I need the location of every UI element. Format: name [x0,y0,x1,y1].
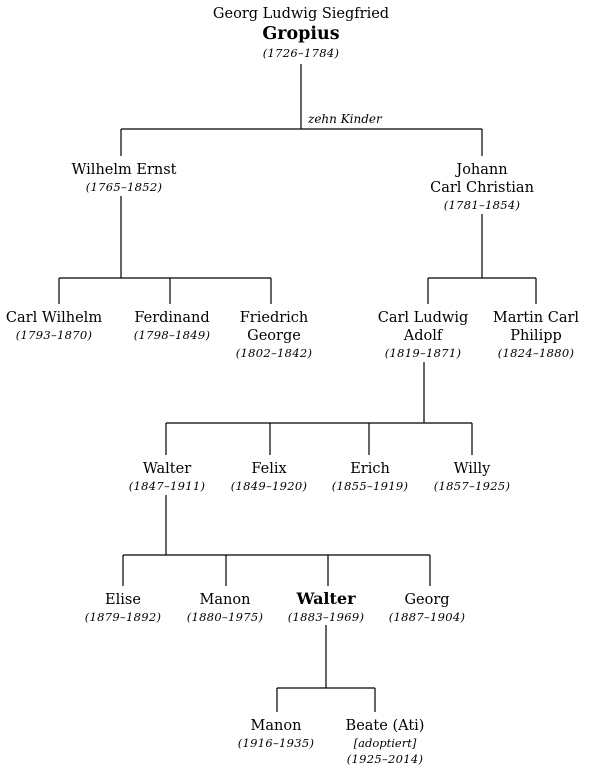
person-gen2: Carl Wilhelm (1793–1870) [6,309,102,344]
person-name: Carl Ludwig [377,310,469,326]
person-dates: (1726–1784) [262,46,340,60]
person-dates: (1849–1920) [230,479,308,493]
person-gen4: Manon (1880–1975) [187,591,264,626]
children-note: zehn Kinder [308,112,382,126]
person-gen4-highlight: Walter (1883–1969) [288,589,365,626]
person-dates: (1855–1919) [331,479,409,493]
person-gen2: Friedrich George (1802–1842) [236,309,313,362]
person-given-names: Georg Ludwig Siegfried [212,6,390,22]
person-name: Willy [453,461,491,477]
person-name: Erich [350,461,390,477]
person-dates: (1883–1969) [287,610,365,624]
person-name: Carl Wilhelm [5,310,103,326]
person-dates: (1781–1854) [443,198,521,212]
person-note: [adoptiert] [353,736,417,750]
person-dates: (1765–1852) [85,180,163,194]
person-gen4: Georg (1887–1904) [389,591,466,626]
person-gen2: Ferdinand (1798–1849) [134,309,211,344]
person-dates: (1857–1925) [433,479,511,493]
person-name: Georg [404,592,450,608]
person-dates: (1798–1849) [133,328,211,342]
person-gen4: Elise (1879–1892) [85,591,162,626]
person-gen2: Martin Carl Philipp (1824–1880) [493,309,579,362]
person-gen2: Carl Ludwig Adolf (1819–1871) [378,309,469,362]
person-name: Felix [251,461,287,477]
person-name: Walter [142,461,192,477]
person-dates: (1847–1911) [128,479,206,493]
person-gen5: Beate (Ati) [adoptiert] (1925–2014) [346,717,425,768]
person-gen1: Johann Carl Christian (1781–1854) [430,161,534,214]
person-gen3: Willy (1857–1925) [434,460,511,495]
person-name: Ferdinand [134,310,210,326]
person-gen5: Manon (1916–1935) [238,717,315,752]
person-gen3: Walter (1847–1911) [129,460,206,495]
person-name: Philipp [510,328,562,344]
person-name: Elise [105,592,141,608]
person-dates: (1802–1842) [235,346,313,360]
person-dates: (1887–1904) [388,610,466,624]
person-root: Georg Ludwig Siegfried Gropius (1726–178… [213,5,389,62]
person-gen3: Felix (1849–1920) [231,460,308,495]
person-name: George [247,328,301,344]
person-name: Martin Carl [492,310,580,326]
person-dates: (1880–1975) [186,610,264,624]
person-name: Manon [199,592,251,608]
person-dates: (1879–1892) [84,610,162,624]
person-dates: (1819–1871) [384,346,462,360]
person-name: Friedrich [239,310,309,326]
person-name: Carl Christian [430,180,534,196]
person-surname: Gropius [262,24,340,44]
person-dates: (1925–2014) [346,752,424,766]
person-dates: (1793–1870) [15,328,93,342]
person-name: Manon [250,718,302,734]
person-gen3: Erich (1855–1919) [332,460,409,495]
person-name: Adolf [403,328,443,344]
person-gen1: Wilhelm Ernst (1765–1852) [72,161,177,196]
person-dates: (1824–1880) [497,346,575,360]
person-name: Wilhelm Ernst [71,162,177,178]
person-name: Walter [296,589,356,608]
person-name: Johann [456,162,508,178]
person-name: Beate (Ati) [345,718,425,734]
person-dates: (1916–1935) [237,736,315,750]
